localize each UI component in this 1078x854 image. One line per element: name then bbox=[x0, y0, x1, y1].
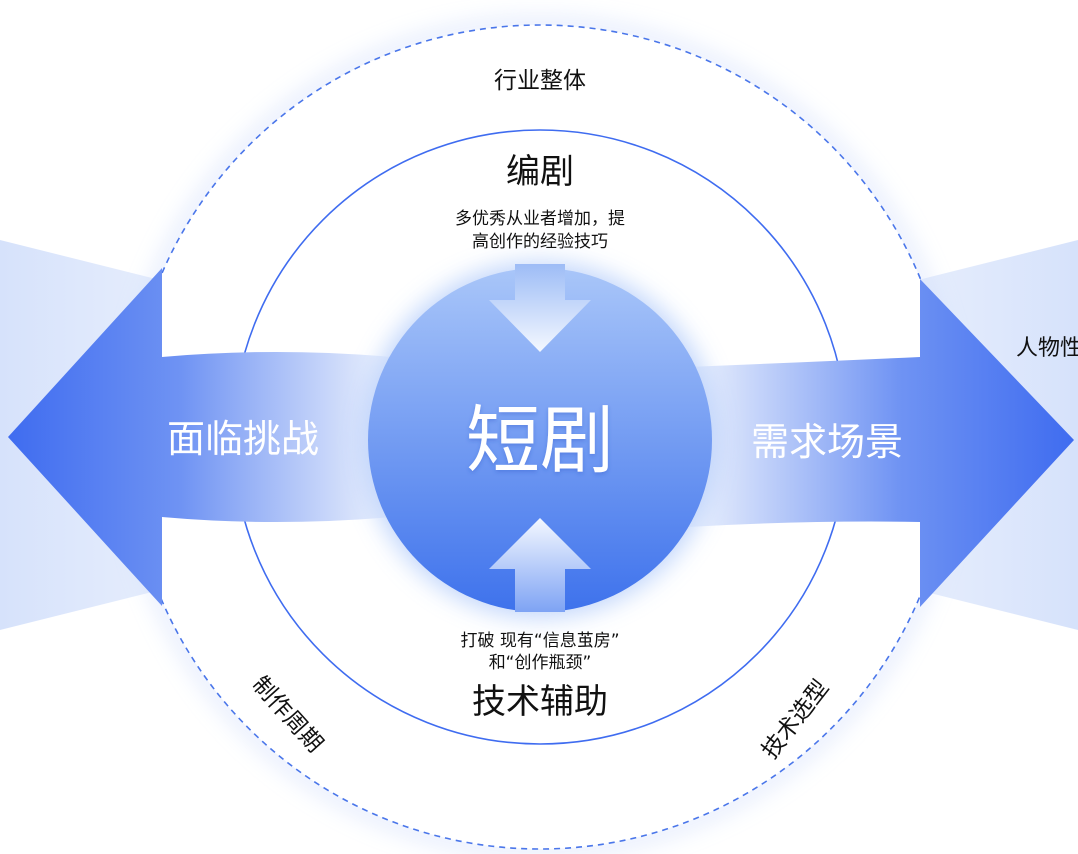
center-label: 短剧 bbox=[466, 398, 614, 484]
left-arrow bbox=[8, 268, 392, 606]
left-arrow-label: 面临挑战 bbox=[167, 417, 319, 461]
right-arrow-label: 需求场景 bbox=[751, 420, 903, 464]
outer-top-label: 行业整体 bbox=[494, 68, 586, 94]
up-arrow bbox=[489, 518, 591, 612]
bottom-title: 技术辅助 bbox=[472, 682, 608, 722]
top-desc-line2: 高创作的经验技巧 bbox=[472, 232, 608, 252]
right-edge-cutoff-label: 人物性 bbox=[1016, 336, 1078, 361]
bottom-desc-line1: 打破 现有“信息茧房” bbox=[460, 631, 619, 651]
right-arrow bbox=[688, 279, 1074, 607]
bottom-desc-line2: 和“创作瓶颈” bbox=[489, 653, 592, 673]
down-arrow bbox=[489, 264, 591, 352]
center-circle bbox=[368, 268, 712, 612]
top-title: 编剧 bbox=[506, 152, 574, 192]
top-desc-line1: 多优秀从业者增加，提 bbox=[455, 209, 625, 229]
